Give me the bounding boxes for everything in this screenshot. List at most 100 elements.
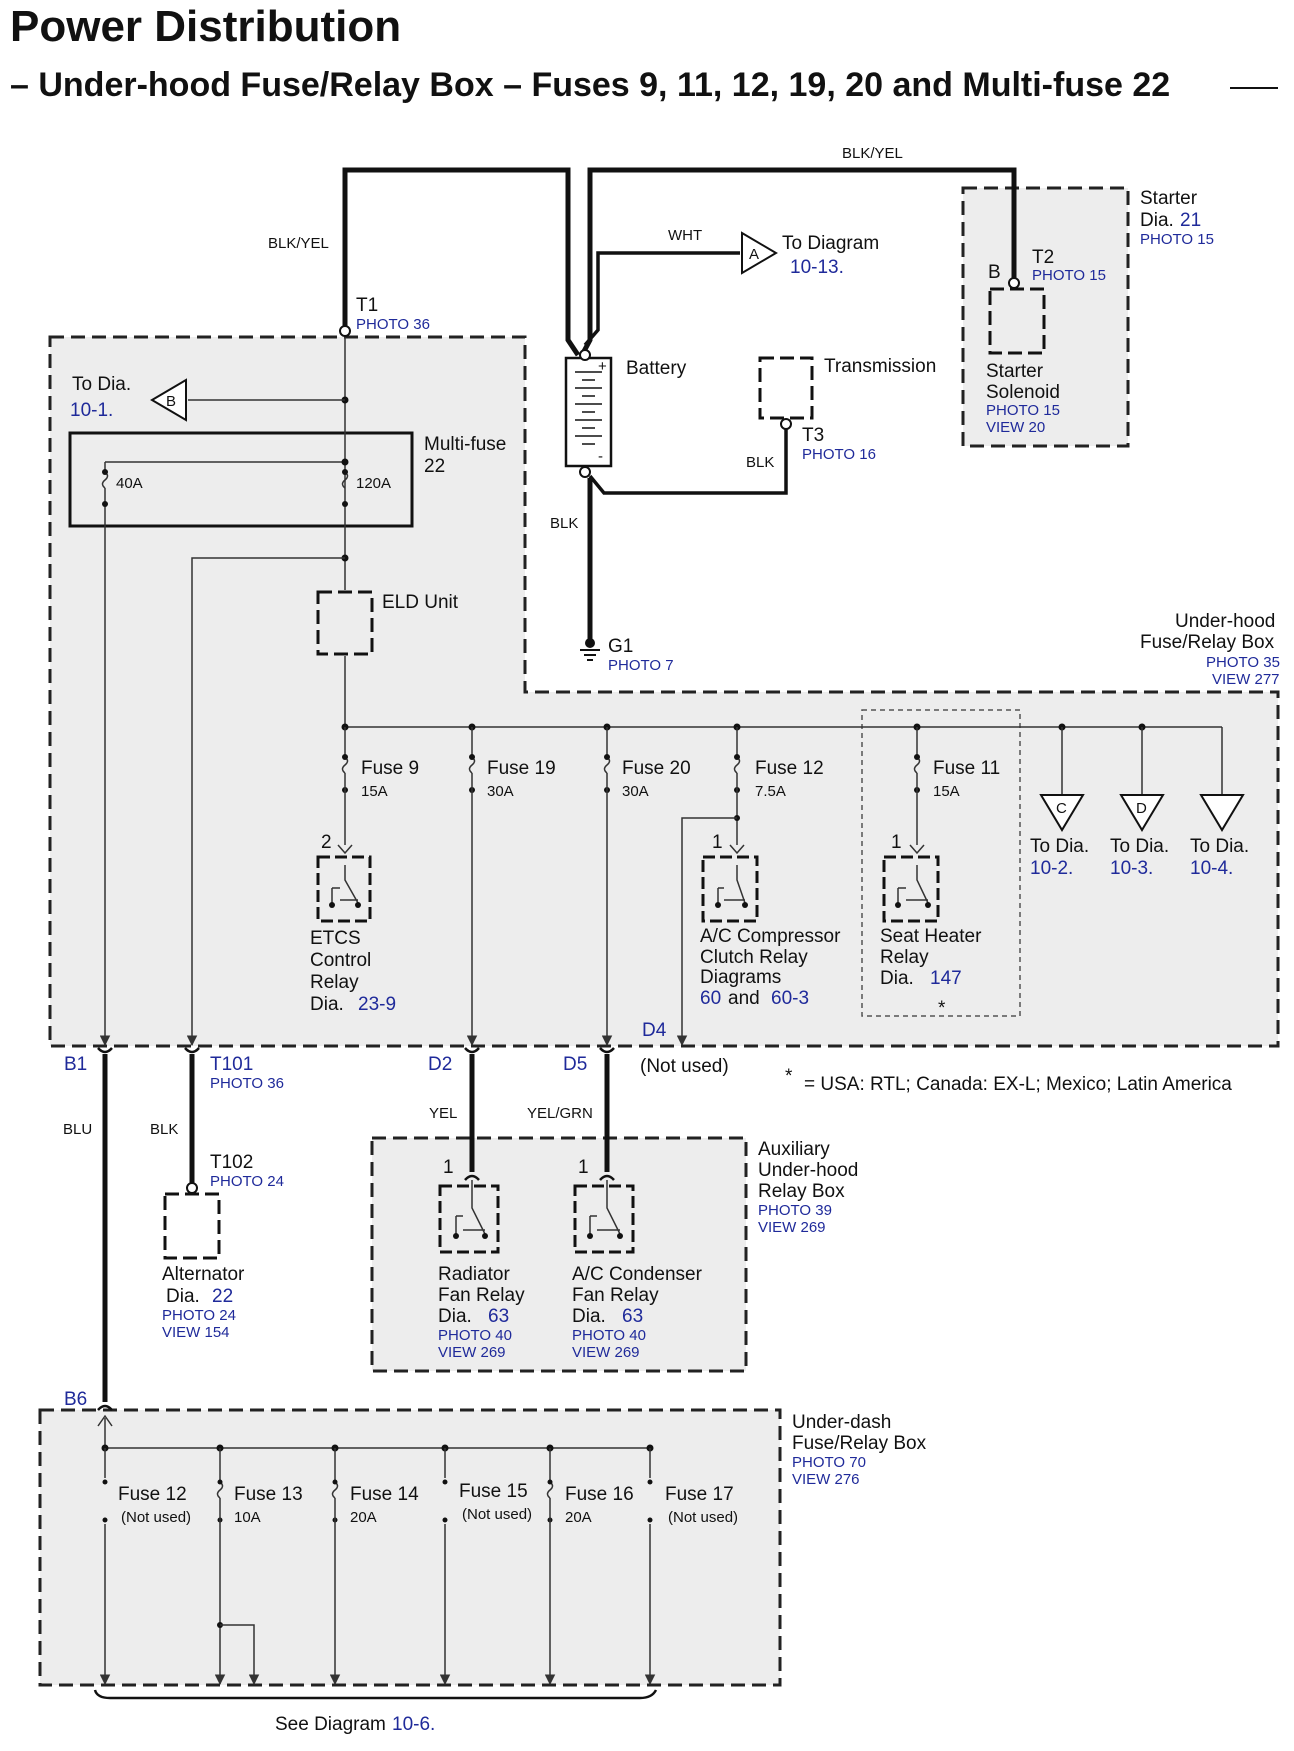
transmission-component <box>758 356 814 420</box>
aux-view: VIEW 269 <box>758 1219 826 1236</box>
radiator-pin: 1 <box>443 1157 454 1178</box>
fuse-19-name: Fuse 19 <box>487 758 556 779</box>
connector-d-triangle <box>1119 794 1165 832</box>
page-title: Power Distribution <box>10 2 402 51</box>
ac-comp-label-1: A/C Compressor <box>700 926 841 947</box>
dash-fuse-17-amp: (Not used) <box>668 1509 738 1526</box>
condenser-label-2: Fan Relay <box>572 1285 659 1306</box>
connector-t101 <box>184 1047 200 1194</box>
transmission-label: Transmission <box>824 356 936 377</box>
etcs-label-1: ETCS <box>310 928 361 949</box>
connector-b-letter: B <box>166 393 176 410</box>
fuse-9-symbol <box>341 727 349 845</box>
battery-plus: + <box>598 358 607 375</box>
fuse-20-symbol <box>601 727 613 1047</box>
condenser-label-1: A/C Condenser <box>572 1264 703 1285</box>
fuse-9-amp: 15A <box>361 783 388 800</box>
radiator-view: VIEW 269 <box>438 1344 506 1361</box>
wire-label-t3: BLK <box>746 454 774 471</box>
starter-b: B <box>988 262 1001 283</box>
etcs-ref: 23-9 <box>358 994 396 1015</box>
g1-label: G1 <box>608 636 633 657</box>
connector-b-triangle <box>150 378 187 422</box>
wire-t3-blk <box>588 422 788 495</box>
d2-label: D2 <box>428 1054 452 1075</box>
alternator-ref: 22 <box>212 1286 233 1307</box>
alternator-view: VIEW 154 <box>162 1324 230 1341</box>
starter-dia: Dia. <box>1140 210 1174 231</box>
connector-a-triangle <box>741 231 778 275</box>
wire-t1-blk-yel <box>342 167 581 357</box>
dash-fuse-14-name: Fuse 14 <box>350 1484 419 1505</box>
t102-photo: PHOTO 24 <box>210 1173 284 1190</box>
aux-relay-box <box>370 1136 748 1373</box>
radiator-photo: PHOTO 40 <box>438 1327 512 1344</box>
t101-photo: PHOTO 36 <box>210 1075 284 1092</box>
starter-photo: PHOTO 15 <box>1140 231 1214 248</box>
dash-fuse-12-amp: (Not used) <box>121 1509 191 1526</box>
etcs-relay <box>316 844 372 923</box>
connector-c-letter: C <box>1056 800 1067 817</box>
condenser-dia: Dia. <box>572 1306 606 1327</box>
battery-minus: - <box>598 448 603 465</box>
footnote-star: * <box>785 1066 793 1087</box>
dash-fuse-14 <box>329 1448 341 1686</box>
to-dia-b-label: To Dia. <box>72 374 131 395</box>
t1-photo: PHOTO 36 <box>356 316 430 333</box>
seat-heater-relay <box>882 844 940 923</box>
aux-label-3: Relay Box <box>758 1181 845 1202</box>
connector-a-letter: A <box>749 246 759 263</box>
alternator-photo: PHOTO 24 <box>162 1307 236 1324</box>
multi-fuse-label: Multi-fuse <box>424 434 506 455</box>
ac-comp-label-2: Clutch Relay <box>700 947 808 968</box>
wire-label-yel-grn: YEL/GRN <box>527 1105 593 1122</box>
wire-t2-blk-yel <box>579 167 1017 357</box>
ac-compressor-relay <box>701 844 759 923</box>
eld-label: ELD Unit <box>382 592 459 613</box>
to-diagram-a-label: To Diagram <box>782 233 879 254</box>
solenoid-label-2: Solenoid <box>986 382 1060 403</box>
ac-comp-pin: 1 <box>712 832 723 853</box>
t1-label: T1 <box>356 295 378 316</box>
solenoid-photo: PHOTO 15 <box>986 402 1060 419</box>
dash-fuse-12 <box>99 1448 111 1686</box>
multi-fuse-120a: 120A <box>356 475 391 492</box>
dash-fuse-15-amp: (Not used) <box>462 1506 532 1523</box>
solenoid-view: VIEW 20 <box>986 419 1045 436</box>
condenser-ref: 63 <box>622 1306 643 1327</box>
ac-comp-label-3: Diagrams <box>700 967 781 988</box>
fuse-20-name: Fuse 20 <box>622 758 691 779</box>
alternator-dia: Dia. <box>166 1286 200 1307</box>
footnote-text: = USA: RTL; Canada: EX-L; Mexico; Latin … <box>804 1074 1232 1095</box>
ac-condenser-fan-relay <box>573 1180 635 1254</box>
fuse-19-amp: 30A <box>487 783 514 800</box>
wire-label-wht: WHT <box>668 227 702 244</box>
dash-fuse-15-name: Fuse 15 <box>459 1481 528 1502</box>
g1-photo: PHOTO 7 <box>608 657 674 674</box>
radiator-ref: 63 <box>488 1306 509 1327</box>
dash-fuse-16 <box>544 1448 556 1686</box>
alternator-component <box>163 1192 221 1260</box>
seat-heater-subbox <box>861 709 1021 1017</box>
starter-solenoid <box>988 287 1046 355</box>
t101-label: T101 <box>210 1054 253 1075</box>
radiator-fan-relay <box>438 1180 500 1254</box>
b6-label: B6 <box>64 1389 87 1410</box>
to-dia-d-ref: 10-3. <box>1110 858 1153 879</box>
fuse-9-name: Fuse 9 <box>361 758 419 779</box>
to-diagram-a-ref: 10-13. <box>790 257 844 278</box>
fuse-12-symbol <box>676 727 741 1047</box>
aux-label-2: Under-hood <box>758 1160 858 1181</box>
ac-comp-ref-2: 60-3 <box>771 988 809 1009</box>
alternator-label: Alternator <box>162 1264 245 1285</box>
solenoid-label-1: Starter <box>986 361 1044 382</box>
aux-label-1: Auxiliary <box>758 1139 830 1160</box>
ac-comp-and: and <box>728 988 760 1009</box>
fuse-11-symbol <box>913 727 921 845</box>
dash-fuse-17-name: Fuse 17 <box>665 1484 734 1505</box>
t3-label: T3 <box>802 425 824 446</box>
wire-label-t101: BLK <box>150 1121 178 1138</box>
to-dia-plain-ref: 10-4. <box>1190 858 1233 879</box>
wire-label-top: BLK/YEL <box>842 145 903 162</box>
connector-c-triangle <box>1039 794 1085 832</box>
